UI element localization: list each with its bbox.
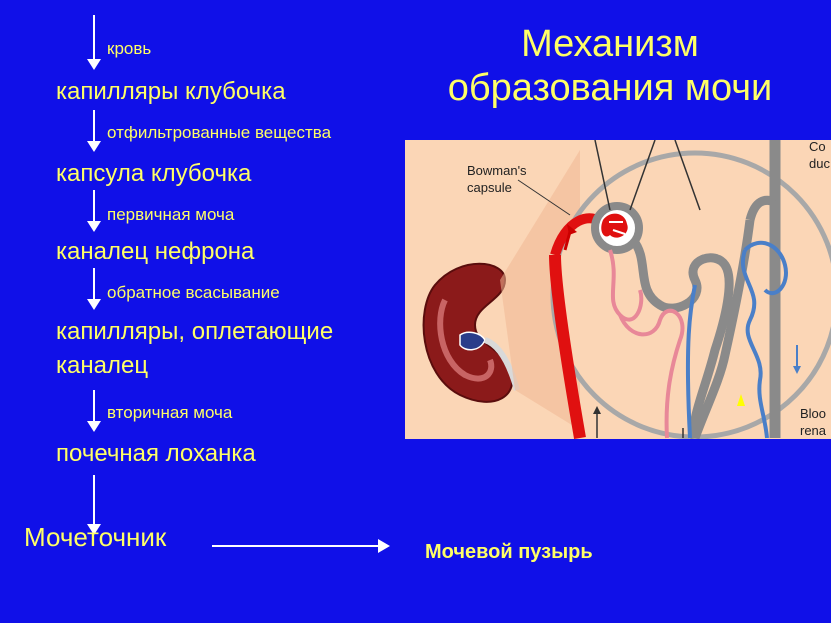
flow-arrow-2 xyxy=(87,110,101,152)
flow-note-blood: кровь xyxy=(107,39,152,58)
flow-step-tubule-capillaries-line2: каналец xyxy=(56,352,149,379)
kidney-illustration xyxy=(422,262,520,403)
ureter-to-bladder-arrow xyxy=(212,539,390,553)
label-bowman-capsule-line2: capsule xyxy=(467,180,512,195)
flow-step-glomerulus-capsule: капсула клубочка xyxy=(56,160,252,187)
nephron-diagram: Bowman's capsule Co duc Bloo rena xyxy=(405,140,831,439)
magnified-nephron xyxy=(549,140,831,439)
flow-step-bladder: Мочевой пузырь xyxy=(425,541,593,563)
flow-step-renal-pelvis: почечная лоханка xyxy=(56,440,256,467)
label-bowman-capsule-line1: Bowman's xyxy=(467,163,527,178)
label-blood-line1: Bloo xyxy=(800,406,826,421)
label-collecting-duct-line1: Co xyxy=(809,140,826,154)
label-blood-line2: rena xyxy=(800,423,827,438)
flow-arrow-5 xyxy=(87,390,101,432)
flow-note-reabsorption: обратное всасывание xyxy=(107,283,280,302)
title-line-2: образования мочи xyxy=(447,67,773,109)
flow-arrow-6 xyxy=(87,475,101,535)
flow-note-secondary-urine: вторичная моча xyxy=(107,403,233,422)
flow-step-tubule-capillaries: капилляры, оплетающие xyxy=(56,318,334,345)
flow-step-ureter: Мочеточник xyxy=(24,522,167,552)
flow-step-glomerulus-capillaries: капилляры клубочка xyxy=(56,78,286,105)
flow-arrow-4 xyxy=(87,268,101,310)
flow-arrow-3 xyxy=(87,190,101,232)
urine-flow-marker xyxy=(737,394,745,406)
flow-note-filtered: отфильтрованные вещества xyxy=(107,123,332,142)
label-collecting-duct-line2: duc xyxy=(809,156,830,171)
bowman-pointer xyxy=(517,179,571,216)
slide-title: Механизм образования мочи xyxy=(425,22,795,110)
title-line-1: Механизм xyxy=(521,23,699,65)
flow-note-primary-urine: первичная моча xyxy=(107,205,235,224)
flow-step-nephron-tubule: каналец нефрона xyxy=(56,238,255,265)
flow-arrow-1 xyxy=(87,15,101,70)
zoom-cone xyxy=(500,150,580,430)
